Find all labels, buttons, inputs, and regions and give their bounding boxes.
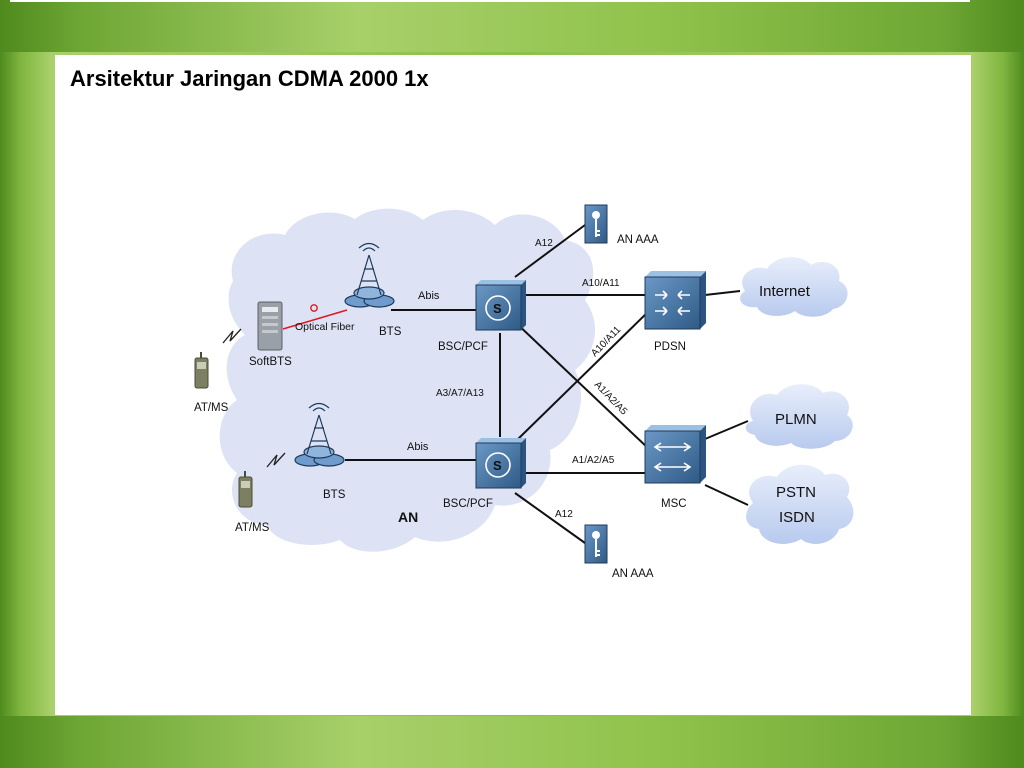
bts-bottom-label: BTS: [323, 489, 346, 501]
abis-top-label: Abis: [418, 290, 440, 302]
fiber-connector-icon: [310, 304, 318, 312]
top-decor-band: [0, 0, 1024, 52]
slide-canvas: Arsitektur Jaringan CDMA 2000 1x AN: [55, 55, 971, 715]
a10-a11-diag-line: [516, 309, 651, 441]
a10-a11-h-label: A10/A11: [582, 278, 620, 289]
plmn-cloud: [745, 384, 853, 449]
svg-text:S: S: [493, 458, 502, 473]
optical-fiber-label: Optical Fiber: [295, 321, 355, 333]
msc-switch-icon: [644, 425, 706, 484]
a12-top-label: A12: [535, 238, 553, 249]
pdsn-router-icon: [644, 271, 706, 330]
softbts-server-icon: [257, 301, 283, 351]
a1-a2-a5-h-label: A1/A2/A5: [572, 455, 615, 466]
bts-top-tower-icon: [344, 242, 395, 308]
an-aaa-bottom-key-icon: [584, 524, 608, 564]
internet-label: Internet: [759, 283, 811, 300]
an-aaa-top-label: AN AAA: [617, 234, 659, 246]
softbts-label: SoftBTS: [249, 356, 292, 368]
atms-bottom-phone-icon: [238, 471, 253, 508]
a12-bottom-line: [514, 492, 586, 544]
internet-cloud: [740, 257, 848, 317]
atms-bottom-label: AT/MS: [235, 522, 270, 534]
isdn-label: ISDN: [779, 509, 815, 526]
an-aaa-top-key-icon: [584, 204, 608, 244]
bsc-bottom-label: BSC/PCF: [443, 498, 493, 510]
pdsn-internet-line: [704, 290, 741, 296]
wireless-bottom-icon: [266, 452, 286, 468]
a1-a2-a5-diag-line: [512, 319, 651, 451]
msc-plmn-line: [704, 420, 749, 440]
top-divider-line: [10, 0, 970, 2]
link-lines: [345, 224, 749, 544]
wireless-top-icon: [222, 328, 242, 344]
atms-top-label: AT/MS: [194, 402, 229, 414]
bsc-top-switch-icon: S: [475, 280, 526, 331]
network-diagram: AN Optical Fiber Abis Abis A3/A7/A13 A10…: [194, 204, 854, 580]
bsc-top-label: BSC/PCF: [438, 341, 488, 353]
slide-title: Arsitektur Jaringan CDMA 2000 1x: [70, 66, 429, 91]
a12-top-line: [514, 224, 586, 278]
bts-bottom-tower-icon: [294, 402, 345, 467]
pstn-isdn-cloud: [746, 464, 854, 544]
a3-a7-a13-label: A3/A7/A13: [436, 388, 484, 399]
a12-bottom-label: A12: [555, 509, 573, 520]
pstn-label: PSTN: [776, 484, 816, 501]
bts-top-label: BTS: [379, 326, 402, 338]
plmn-label: PLMN: [775, 411, 817, 428]
msc-label: MSC: [661, 498, 687, 510]
abis-bottom-label: Abis: [407, 441, 429, 453]
atms-top-phone-icon: [194, 352, 209, 389]
an-aaa-bottom-label: AN AAA: [612, 568, 654, 580]
bsc-bottom-switch-icon: S: [475, 438, 526, 489]
msc-pstn-line: [704, 484, 749, 506]
bottom-decor-band: [0, 716, 1024, 768]
pdsn-label: PDSN: [654, 341, 686, 353]
optical-fiber-line: [282, 309, 348, 330]
an-label: AN: [398, 509, 418, 525]
svg-text:S: S: [493, 301, 502, 316]
